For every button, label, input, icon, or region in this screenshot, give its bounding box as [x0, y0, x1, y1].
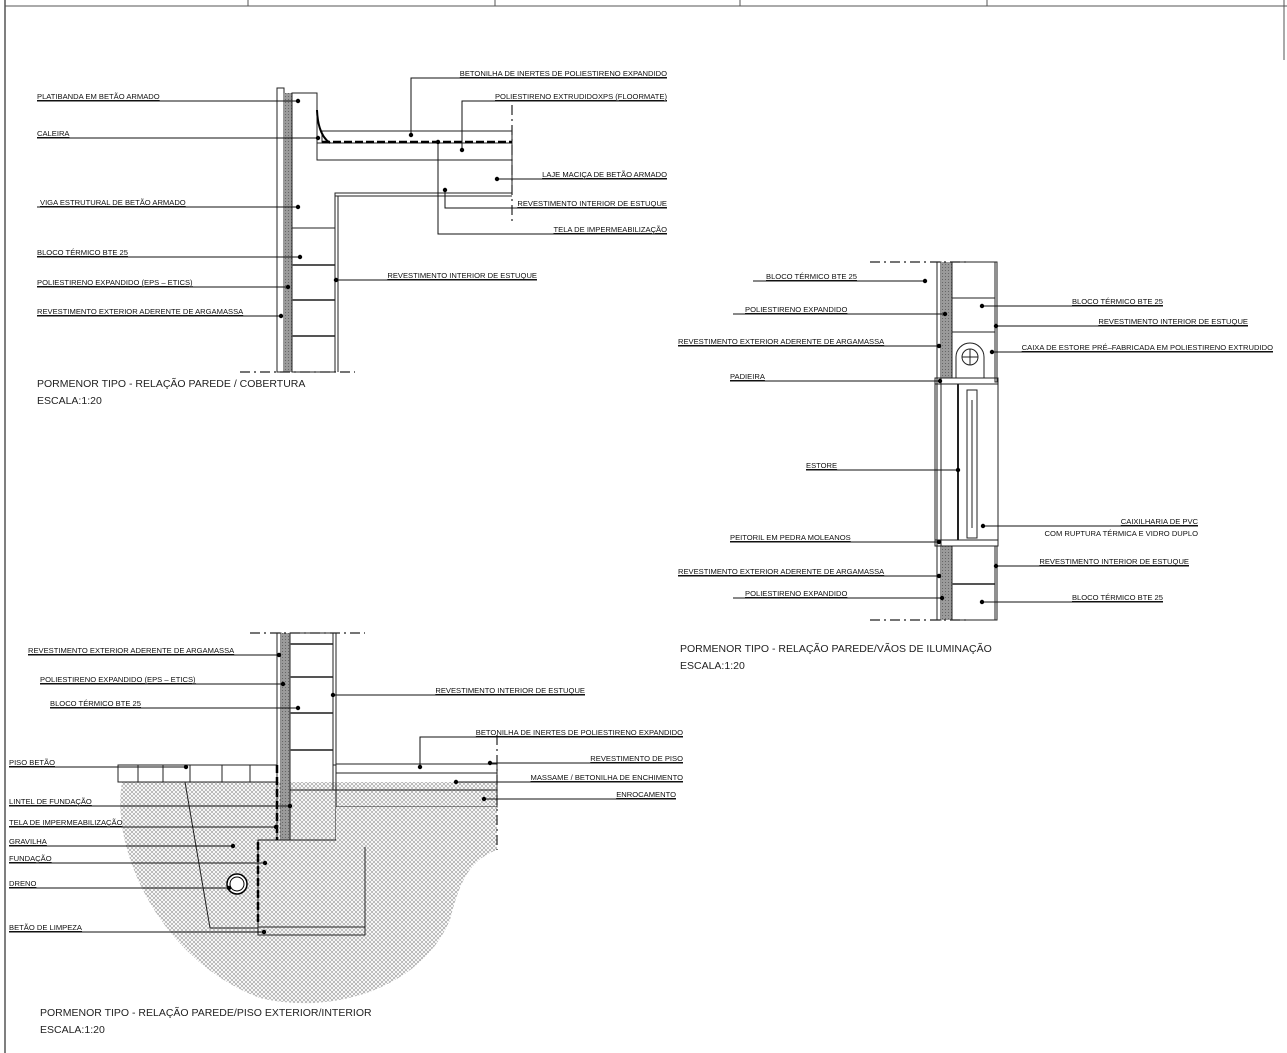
detail-wall-roof: PLATIBANDA EM BETÃO ARMADO CALEIRA VIGA …: [37, 69, 667, 407]
label-eps-lower: POLIESTIRENO EXPANDIDO: [745, 589, 847, 598]
label-revestimento-interior-lower: REVESTIMENTO INTERIOR DE ESTUQUE: [1039, 557, 1189, 566]
label-revestimento-exterior: REVESTIMENTO EXTERIOR ADERENTE DE ARGAMA…: [28, 646, 235, 655]
label-caixilharia-detail: COM RUPTURA TÉRMICA E VIDRO DUPLO: [1045, 529, 1199, 538]
label-bloco-termico-lower: BLOCO TÉRMICO BTE 25: [1072, 593, 1163, 602]
floor-leaders: [9, 652, 683, 935]
label-revestimento-interior-wall: REVESTIMENTO INTERIOR DE ESTUQUE: [387, 271, 537, 280]
window-section-drawing: [870, 261, 999, 621]
sheet-frame: [4, 0, 1287, 1053]
detail-scale: ESCALA:1:20: [40, 1024, 105, 1036]
label-gravilha: GRAVILHA: [9, 837, 48, 846]
label-tela: TELA DE IMPERMEABILIZAÇÃO: [9, 818, 123, 827]
roof-section-drawing: [240, 87, 513, 373]
label-piso-betao: PISO BETÃO: [9, 758, 55, 767]
label-bloco-termico-right: BLOCO TÉRMICO BTE 25: [1072, 297, 1163, 306]
label-caixilharia: CAIXILHARIA DE PVC: [1121, 517, 1199, 526]
label-revestimento-piso: REVESTIMENTO DE PISO: [590, 754, 683, 763]
label-eps: POLIESTIRENO EXPANDIDO (EPS – ETICS): [40, 675, 196, 684]
detail-title: PORMENOR TIPO - RELAÇÃO PAREDE/PISO EXTE…: [40, 1006, 372, 1019]
label-betao-limpeza: BETÃO DE LIMPEZA: [9, 923, 83, 932]
detail-scale: ESCALA:1:20: [680, 660, 745, 672]
label-estore: ESTORE: [806, 461, 837, 470]
label-fundacao: FUNDAÇÃO: [9, 854, 52, 863]
label-peitoril: PEITORIL EM PEDRA MOLEANOS: [730, 533, 851, 542]
window-leaders: [678, 278, 1273, 605]
label-xps: POLIESTIRENO EXTRUDIDOXPS (FLOORMATE): [495, 92, 667, 101]
label-revestimento-exterior-lower: REVESTIMENTO EXTERIOR ADERENTE DE ARGAMA…: [678, 567, 885, 576]
label-bloco-termico: BLOCO TÉRMICO BTE 25: [37, 248, 128, 257]
label-eps: POLIESTIRENO EXPANDIDO (EPS – ETICS): [37, 278, 193, 287]
label-revestimento-exterior: REVESTIMENTO EXTERIOR ADERENTE DE ARGAMA…: [678, 337, 885, 346]
label-dreno: DRENO: [9, 879, 37, 888]
label-bloco-termico: BLOCO TÉRMICO BTE 25: [766, 272, 857, 281]
label-padieira: PADIEIRA: [730, 372, 766, 381]
label-viga: VIGA ESTRUTURAL DE BETÃO ARMADO: [40, 198, 186, 207]
detail-wall-window: BLOCO TÉRMICO BTE 25 POLIESTIRENO EXPAND…: [678, 261, 1273, 672]
label-eps: POLIESTIRENO EXPANDIDO: [745, 305, 847, 314]
label-betonilha: BETONILHA DE INERTES DE POLIESTIRENO EXP…: [476, 728, 683, 737]
label-caixa-estore: CAIXA DE ESTORE PRÉ–FABRICADA EM POLIEST…: [1022, 343, 1273, 352]
detail-scale: ESCALA:1:20: [37, 395, 102, 407]
label-enrocamento: ENROCAMENTO: [616, 790, 676, 799]
label-laje: LAJE MACIÇA DE BETÃO ARMADO: [542, 170, 667, 179]
label-revestimento-exterior: REVESTIMENTO EXTERIOR ADERENTE DE ARGAMA…: [37, 307, 244, 316]
label-caleira: CALEIRA: [37, 129, 70, 138]
label-bloco-termico: BLOCO TÉRMICO BTE 25: [50, 699, 141, 708]
label-platibanda: PLATIBANDA EM BETÃO ARMADO: [37, 92, 160, 101]
detail-title: PORMENOR TIPO - RELAÇÃO PAREDE/VÃOS DE I…: [680, 642, 992, 655]
label-lintel: LINTEL DE FUNDAÇÃO: [9, 797, 92, 806]
label-revestimento-interior: REVESTIMENTO INTERIOR DE ESTUQUE: [435, 686, 585, 695]
label-revestimento-interior: REVESTIMENTO INTERIOR DE ESTUQUE: [1098, 317, 1248, 326]
roof-leaders: [37, 77, 667, 319]
detail-wall-floor: REVESTIMENTO EXTERIOR ADERENTE DE ARGAMA…: [9, 632, 684, 1036]
label-betonilha: BETONILHA DE INERTES DE POLIESTIRENO EXP…: [460, 69, 667, 78]
detail-title: PORMENOR TIPO - RELAÇÃO PAREDE / COBERTU…: [37, 377, 305, 390]
label-revestimento-interior: REVESTIMENTO INTERIOR DE ESTUQUE: [517, 199, 667, 208]
label-tela: TELA DE IMPERMEABILIZAÇÃO: [553, 225, 667, 234]
label-massame: MASSAME / BETONILHA DE ENCHIMENTO: [531, 773, 684, 782]
